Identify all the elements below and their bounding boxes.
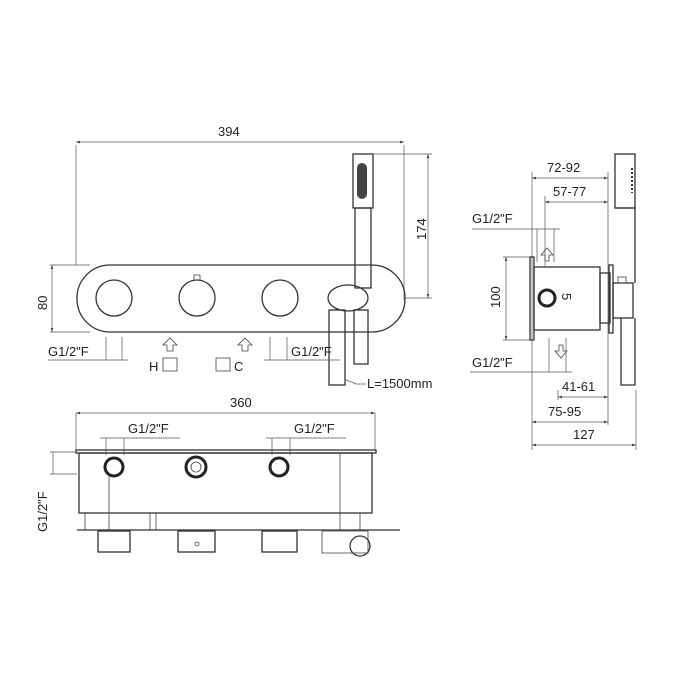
inlet-left-label: G1/2"F: [48, 344, 89, 359]
inlet-port-side: [537, 288, 557, 308]
side-view: 72-92 57-77 G1/2"F 100 5 G1/2"F 41-61 75…: [470, 153, 637, 450]
shower-holder: [327, 284, 369, 312]
hot-label: H: [149, 359, 158, 374]
hand-shower-handle-side: [615, 207, 636, 386]
inlet-arrow-bottom-icon: [554, 344, 568, 359]
cover-plate: [76, 264, 406, 333]
dim-72-92: 72-92: [547, 160, 580, 175]
shower-holder-round: [349, 535, 371, 557]
extension-lines: [75, 145, 405, 300]
hose-length-label: L=1500mm: [367, 376, 432, 391]
hot-water-icon: [162, 357, 178, 372]
side-inlet-label: G1/2"F: [35, 491, 50, 532]
knob-right: [261, 279, 299, 317]
valve-body: [78, 452, 373, 514]
height-dimension: 80: [35, 296, 50, 310]
holder-pipe: [353, 309, 369, 365]
inlet-arrow-top-icon: [540, 247, 554, 262]
cold-arrow-icon: [237, 337, 253, 352]
width-dimension: 394: [218, 124, 240, 139]
cold-water-icon: [215, 357, 231, 372]
inlet-left-label: G1/2"F: [128, 421, 169, 436]
hand-shower-handle: [354, 207, 372, 289]
inlet-right-label: G1/2"F: [294, 421, 335, 436]
extension-sleeve: [599, 272, 611, 324]
inlet-hot: [103, 456, 125, 478]
knob-center: [178, 279, 216, 317]
width-dimension: 360: [230, 395, 252, 410]
bottom-view: 360 G1/2"F G1/2"F G1/2"F: [35, 395, 400, 557]
depth-dimension: 127: [573, 427, 595, 442]
outlet: [184, 455, 208, 479]
dim-75-95: 75-95: [548, 404, 581, 419]
shower-holder-base: [321, 530, 369, 554]
knob-stub-left: [97, 530, 131, 553]
knob-left: [95, 279, 133, 317]
dim-57-77: 57-77: [553, 184, 586, 199]
shower-nozzles: [357, 163, 367, 199]
height-dimension: 100: [488, 286, 503, 308]
inlet-right-label: G1/2"F: [291, 344, 332, 359]
front-view: 394 174 80 G1/2"F G1/2"F H C L=1500mm: [35, 124, 432, 391]
inlet-top-label: G1/2"F: [472, 211, 513, 226]
hose-connector: [328, 309, 346, 386]
knob-stub-right: [261, 530, 298, 553]
inlet-bottom-label: G1/2"F: [472, 355, 513, 370]
shower-height-dimension: 174: [414, 218, 429, 240]
inlet-cold: [268, 456, 290, 478]
cold-label: C: [234, 359, 243, 374]
side-mark: 5: [559, 293, 574, 300]
dim-41-61: 41-61: [562, 379, 595, 394]
knob-side: [612, 282, 634, 319]
knob-stub-center: [177, 530, 216, 553]
hot-arrow-icon: [162, 337, 178, 352]
knob-indicator: [193, 274, 201, 281]
